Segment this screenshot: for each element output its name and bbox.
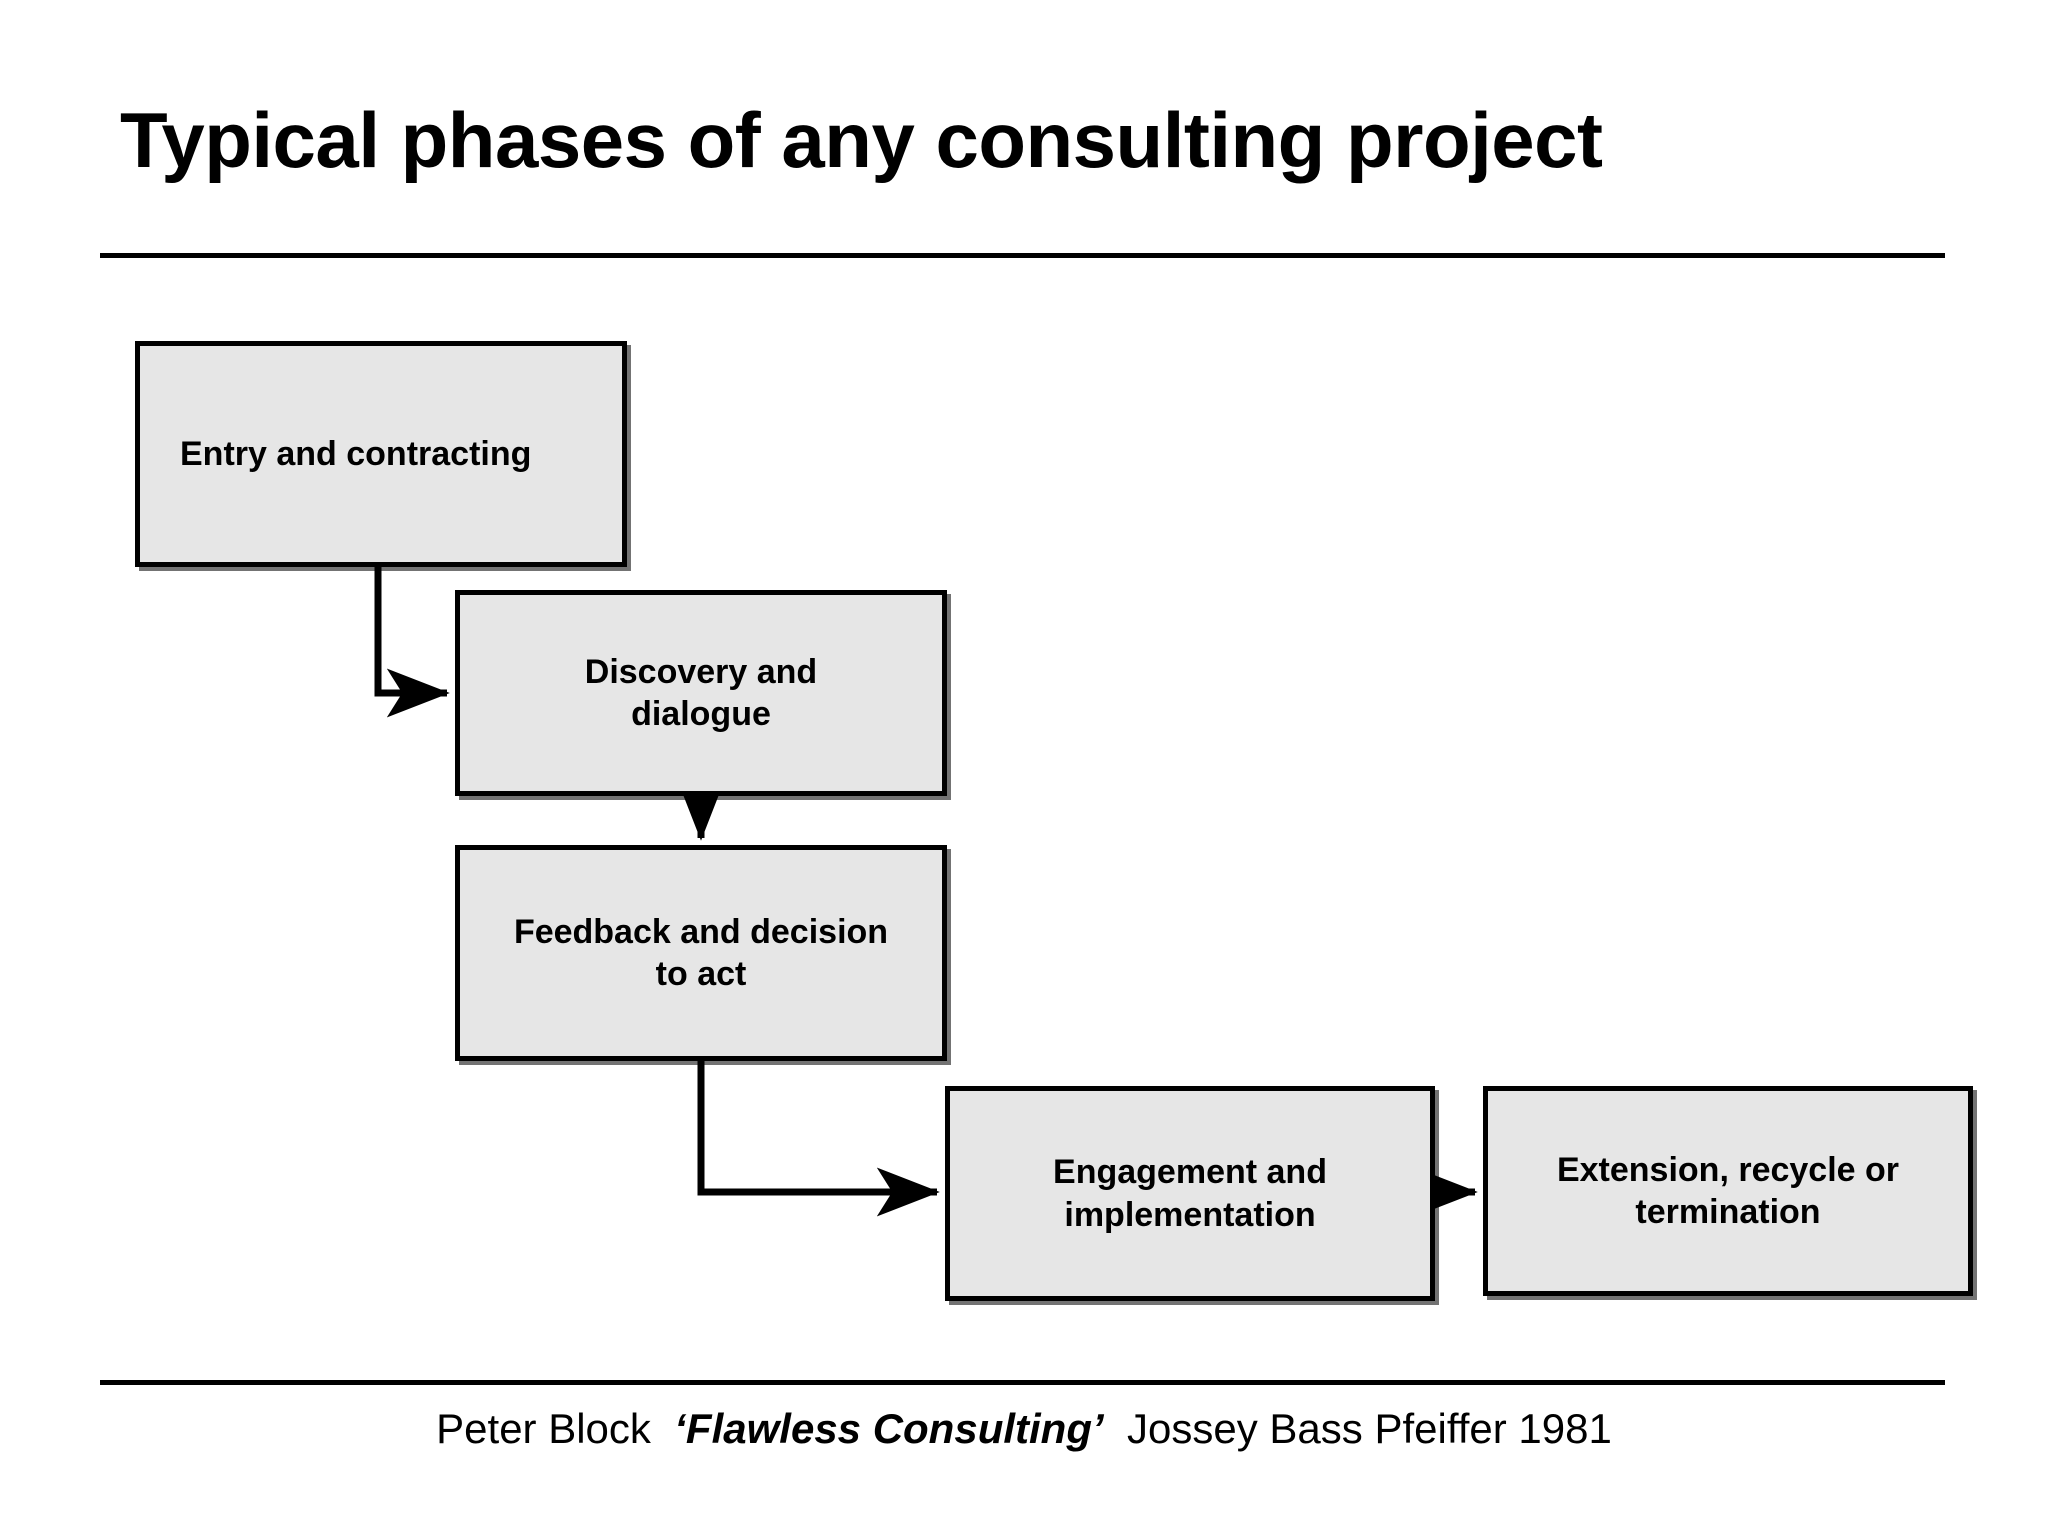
- phase-box-entry-and-contracting[interactable]: Entry and contracting: [135, 341, 627, 567]
- phase-label-entry: Entry and contracting: [180, 434, 532, 473]
- connector-entry-to-discovery: [374, 567, 450, 718]
- phase-label-engagement: Engagement and implementation: [1053, 1151, 1327, 1236]
- phase-label-extension-line2: termination: [1635, 1193, 1821, 1231]
- citation-publisher-year: Jossey Bass Pfeiffer 1981: [1127, 1405, 1612, 1452]
- phase-label-feedback-line2: to act: [655, 955, 747, 993]
- phase-label-extension: Extension, recycle or termination: [1557, 1149, 1899, 1234]
- phase-label-engagement-line2: implementation: [1064, 1195, 1316, 1234]
- phase-box-extension-recycle-or-termination[interactable]: Extension, recycle or termination: [1483, 1086, 1973, 1296]
- phase-label-extension-line1: Extension, recycle or: [1556, 1150, 1900, 1189]
- phase-label-engagement-line1: Engagement and: [1053, 1153, 1327, 1191]
- phase-label-feedback-line1: Feedback and decision: [513, 912, 889, 951]
- phase-box-engagement-and-implementation[interactable]: Engagement and implementation: [945, 1086, 1435, 1301]
- page-title: Typical phases of any consulting project: [120, 96, 1603, 184]
- phase-label-discovery-line1: Discovery and: [584, 652, 818, 691]
- phase-box-discovery-and-dialogue[interactable]: Discovery and dialogue: [455, 590, 947, 796]
- connector-feedback-to-engagement: [697, 1061, 940, 1217]
- citation-author: Peter Block: [436, 1405, 651, 1452]
- phase-label-discovery-line2: dialogue: [631, 695, 771, 733]
- source-citation: Peter Block ‘Flawless Consulting’ Jossey…: [0, 1405, 2048, 1453]
- footer-divider: [100, 1380, 1945, 1385]
- phase-label-feedback: Feedback and decision to act: [514, 911, 888, 996]
- phase-box-feedback-and-decision-to-act[interactable]: Feedback and decision to act: [455, 845, 947, 1061]
- phase-label-discovery: Discovery and dialogue: [585, 651, 817, 736]
- citation-book-title: ‘Flawless Consulting’: [674, 1405, 1104, 1452]
- header-divider: [100, 253, 1945, 258]
